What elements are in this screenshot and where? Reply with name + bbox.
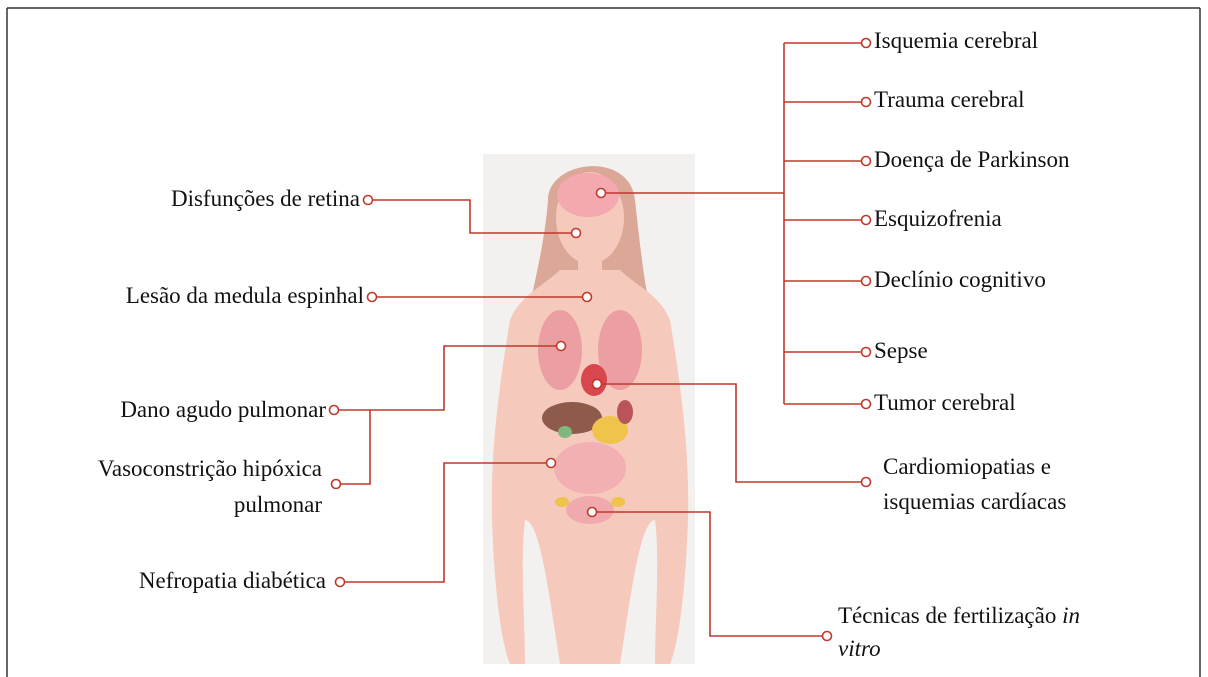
gallbladder: [558, 426, 572, 438]
label-ivf-text: Técnicas de fertilização: [838, 603, 1056, 628]
label-cardiomyopathy-2: isquemias cardíacas: [883, 488, 1066, 516]
intestines: [554, 442, 626, 494]
label-brain-trauma: Trauma cerebral: [874, 86, 1025, 114]
brain: [557, 173, 619, 217]
label-brain-ischemia: Isquemia cerebral: [874, 27, 1038, 55]
label-ivf-italic-in: in: [1062, 603, 1080, 628]
label-retina: Disfunções de retina: [171, 185, 360, 213]
label-spinal-cord: Lesão da medula espinhal: [126, 282, 364, 310]
spleen: [617, 400, 633, 424]
label-ivf-1: Técnicas de fertilização in: [838, 602, 1080, 630]
label-ivf-2: vitro: [838, 635, 881, 663]
ovary-left: [555, 497, 569, 507]
label-lung-injury: Dano agudo pulmonar: [120, 396, 326, 424]
label-cardiomyopathy-1: Cardiomiopatias e: [883, 453, 1051, 481]
label-ivf-italic-vitro: vitro: [838, 636, 881, 661]
label-hypoxic-vasoconstriction-1: Vasoconstrição hipóxica: [98, 455, 322, 483]
label-cognitive-decline: Declínio cognitivo: [874, 266, 1046, 294]
label-schizophrenia: Esquizofrenia: [874, 205, 1002, 233]
label-brain-tumor: Tumor cerebral: [874, 389, 1016, 417]
label-nephropathy: Nefropatia diabética: [139, 567, 326, 595]
label-hypoxic-vasoconstriction-2: pulmonar: [234, 491, 322, 519]
neck: [578, 260, 602, 282]
label-sepsis: Sepse: [874, 337, 928, 365]
ovary-right: [611, 497, 625, 507]
label-parkinson: Doença de Parkinson: [874, 146, 1069, 174]
human-body-illustration: [483, 154, 695, 664]
